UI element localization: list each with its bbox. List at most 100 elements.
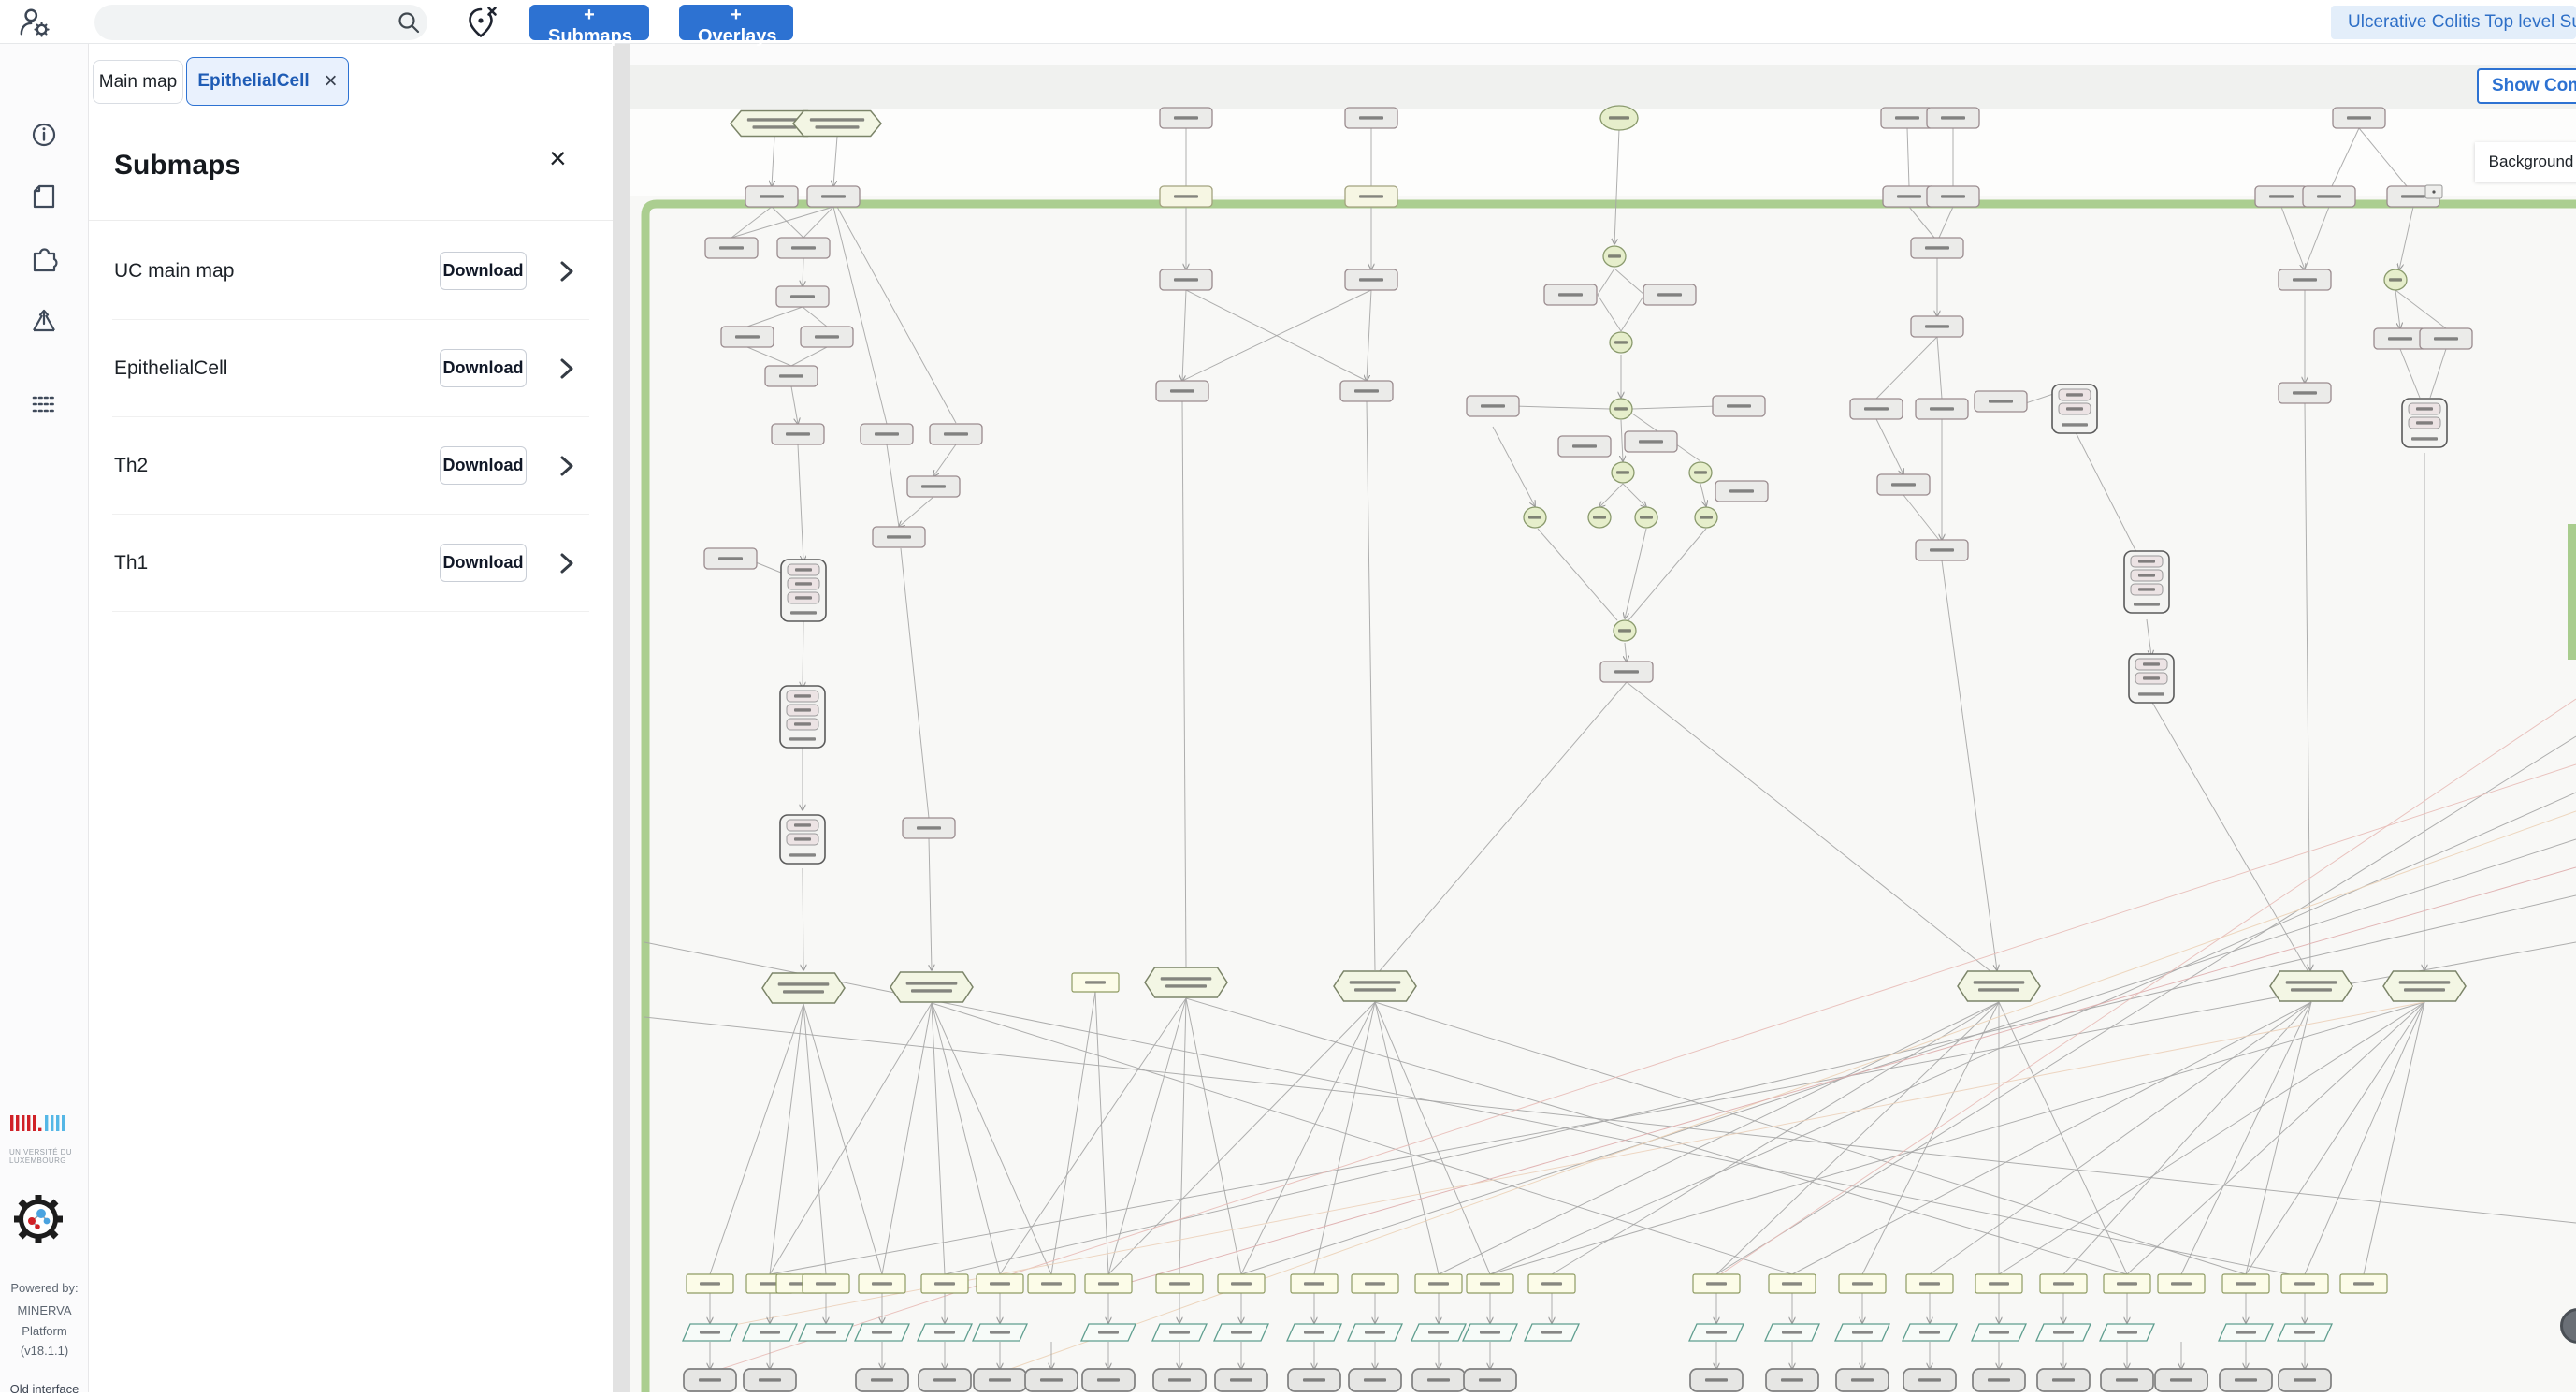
map-edge [1625, 642, 1627, 662]
document-icon[interactable] [22, 175, 65, 218]
map-node-phenotype[interactable] [792, 109, 882, 138]
item-divider [112, 416, 589, 417]
download-button-th2[interactable]: Download [440, 446, 527, 485]
chevron-right-icon[interactable] [559, 552, 574, 574]
map-node-phenotype[interactable] [2382, 970, 2467, 1002]
overlays-button[interactable]: + Overlays [679, 5, 793, 47]
map-edge [899, 496, 934, 527]
map-edge [769, 1002, 933, 1275]
map-edge [2358, 127, 2408, 187]
tab-epithelialcell-label: EpithelialCell [197, 71, 310, 91]
user-settings-logo-icon[interactable] [19, 7, 51, 38]
map-edge [772, 136, 774, 186]
map-edge [1107, 866, 2576, 1289]
map-edge [2395, 289, 2447, 329]
submaps-button[interactable]: + Submaps [529, 5, 649, 47]
plugin-puzzle-icon[interactable] [22, 237, 65, 280]
map-edge [944, 894, 2576, 1275]
info-icon[interactable] [22, 113, 65, 156]
map-node-phenotype[interactable] [890, 971, 974, 1003]
map-edge [933, 444, 957, 476]
submap-item-label: EpithelialCell [114, 357, 228, 379]
export-icon[interactable] [22, 298, 65, 342]
map-node-phenotype[interactable] [1333, 970, 1417, 1002]
map-edge [1620, 294, 1645, 332]
map-edge [1631, 405, 1719, 410]
map-edge [1366, 400, 1376, 971]
panel-divider [89, 220, 613, 221]
map-edge [1185, 997, 1242, 1275]
map-edge [2429, 348, 2447, 399]
map-edge [1377, 681, 1628, 974]
location-off-icon[interactable] [464, 5, 499, 40]
tab-close-icon[interactable]: × [324, 68, 338, 94]
map-edge [1597, 294, 1622, 332]
item-divider [112, 611, 589, 612]
map-edge [797, 444, 803, 561]
map-edge [803, 206, 834, 239]
map-node-phenotype[interactable] [761, 972, 846, 1004]
map-edge [931, 1002, 1001, 1275]
map-edge [881, 1002, 933, 1275]
map-edge [803, 1003, 827, 1275]
top-header: + Submaps + Overlays Ulcerative Colitis … [0, 0, 2576, 47]
download-button-epithelialcell[interactable]: Download [440, 349, 527, 387]
map-node-phenotype[interactable] [1144, 967, 1228, 998]
map-edge [1107, 1001, 1376, 1275]
map-edge [832, 206, 888, 425]
pathway-canvas[interactable] [630, 44, 2576, 1392]
map-edge [1107, 997, 1187, 1275]
download-button-uc-main-map[interactable]: Download [440, 252, 527, 290]
panel-title: Submaps [114, 150, 241, 181]
panel-close-icon[interactable]: × [549, 141, 567, 175]
map-edge [1050, 991, 1096, 1275]
map-edge [1374, 1001, 1491, 1275]
project-title-link[interactable]: Ulcerative Colitis Top level Subma [2331, 6, 2576, 39]
map-edge [1489, 1001, 2425, 1275]
map-edge [2245, 1001, 2312, 1275]
pathway-map[interactable] [630, 44, 2576, 1392]
map-edge [2304, 206, 2330, 270]
download-button-th1[interactable]: Download [440, 544, 527, 582]
legend-icon[interactable] [22, 383, 65, 426]
map-edge [1512, 405, 1611, 410]
map-edge [769, 941, 2576, 1275]
show-comments-button[interactable]: Show Comm [2477, 68, 2576, 104]
tab-epithelialcell[interactable]: EpithelialCell × [186, 57, 349, 106]
version-label: (v18.1.1) [20, 1344, 69, 1358]
map-node-phenotype[interactable] [1957, 970, 2041, 1002]
map-edge [731, 206, 773, 239]
map-edge [1367, 289, 1372, 381]
tab-main-map[interactable]: Main map [93, 60, 183, 104]
map-edge [1908, 206, 1935, 239]
map-edge [1625, 528, 1647, 618]
map-edge [833, 136, 838, 186]
map-edge [731, 206, 834, 239]
map-edge [1537, 528, 1618, 621]
map-edge [1551, 1001, 2000, 1275]
map-edge [1875, 418, 1903, 474]
old-interface-link[interactable]: Old interface [9, 1382, 80, 1396]
map-edge [1185, 997, 2128, 1275]
chevron-right-icon[interactable] [559, 260, 574, 283]
map-edge [644, 1016, 2576, 1224]
background-selector[interactable]: Background [2475, 142, 2576, 182]
search-icon[interactable] [397, 10, 421, 35]
search-input[interactable] [94, 5, 427, 40]
map-edge [746, 346, 792, 367]
panel-canvas-divider[interactable] [613, 44, 630, 1392]
map-edge [1438, 1001, 2000, 1275]
map-edge [1861, 1001, 2000, 1275]
map-edge [1374, 1001, 2247, 1275]
chevron-right-icon[interactable] [559, 357, 574, 380]
map-edge [900, 547, 930, 819]
map-edge [1998, 1001, 2128, 1275]
map-edge [1374, 1001, 1440, 1275]
chevron-right-icon[interactable] [559, 455, 574, 477]
map-edge [2304, 402, 2310, 970]
map-edge [1791, 1001, 2312, 1275]
map-edge [2363, 1001, 2425, 1275]
map-node-phenotype[interactable] [2269, 970, 2353, 1002]
map-edge [2399, 206, 2414, 269]
